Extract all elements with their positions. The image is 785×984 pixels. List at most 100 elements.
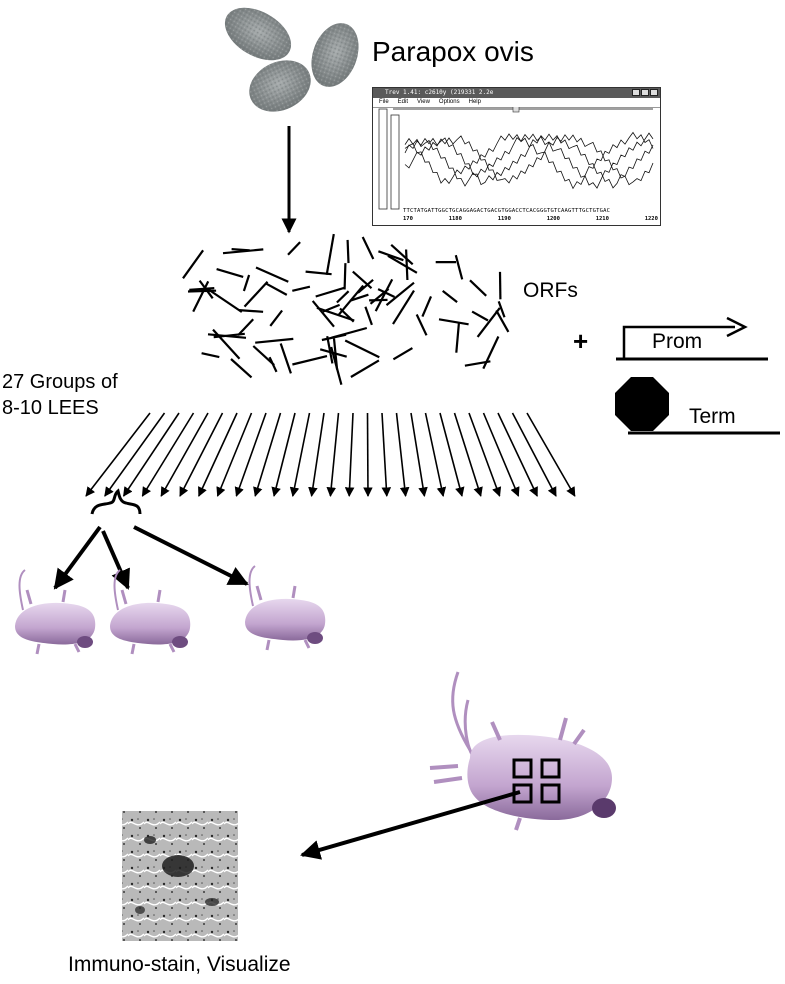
horizontal-scroll-thumb[interactable] [512, 107, 520, 113]
group-arrow [271, 412, 296, 497]
groups-label-line2: 8-10 LEES [2, 397, 99, 419]
orf-fragment [377, 288, 396, 298]
group-arrow [308, 412, 325, 497]
orf-fragment [392, 347, 413, 361]
orf-fragment [192, 280, 210, 313]
window-title-bar: Trev 1.41: c2610y (219331 2.2e [373, 88, 660, 98]
vertical-scrollbar[interactable] [378, 108, 388, 210]
orf-fragment [287, 241, 301, 256]
arrow-to-mouse-3 [133, 525, 249, 586]
orf-fragments [182, 233, 510, 385]
virus-label: Parapox ovis [372, 36, 534, 67]
promoter-label: Prom [652, 330, 703, 353]
menu-view[interactable]: View [417, 99, 430, 105]
group-arrow [511, 412, 557, 497]
group-arrow [234, 412, 267, 497]
orf-fragment [231, 248, 250, 252]
orf-fragment [242, 274, 251, 292]
orf-fragment [305, 270, 332, 276]
menu-file[interactable]: File [379, 99, 389, 105]
group-arrow [198, 412, 238, 497]
position-label: 1200 [546, 216, 560, 222]
orf-fragment [331, 326, 368, 339]
orf-fragment [415, 314, 428, 336]
orf-fragment [316, 306, 355, 322]
promoter-arrow [622, 325, 735, 358]
orf-fragment [268, 356, 278, 373]
group-arrow [104, 412, 166, 497]
window-title: Trev 1.41: c2610y (219331 2.2e [385, 89, 494, 96]
group-arrow [253, 412, 282, 497]
visualize-label: Immuno-stain, Visualize [68, 953, 291, 976]
group-arrow [363, 412, 373, 497]
orf-fragment [392, 290, 415, 325]
orf-fragment [336, 290, 350, 304]
position-label: 170 [403, 216, 413, 222]
group-arrow [395, 412, 410, 497]
orf-fragment [352, 270, 373, 290]
promoter-construct [616, 316, 768, 361]
orf-fragment [279, 343, 292, 374]
orf-fragment [325, 233, 335, 275]
mouse-large [429, 671, 616, 831]
chromatogram-trace [404, 132, 654, 189]
zoom-slider[interactable] [390, 114, 400, 210]
orf-fragment [315, 286, 345, 298]
menu-help[interactable]: Help [468, 99, 481, 105]
orf-fragment [374, 278, 394, 312]
group-arrow [497, 412, 538, 497]
orf-fragment [454, 254, 464, 280]
orf-fragment [222, 248, 264, 255]
orf-fragment [264, 282, 288, 296]
orf-fragment [476, 307, 501, 338]
group-arrow [424, 412, 447, 497]
orf-fragment [207, 288, 243, 313]
terminator-label: Term [689, 405, 736, 428]
chromatogram-trace [404, 134, 654, 186]
group-arrow [453, 412, 483, 497]
orf-fragment [390, 243, 414, 266]
minimize-icon[interactable] [632, 89, 640, 96]
base-sequence: TTCTATGATTGGCTGCAGGAGACTGACGTGGACCTCACGG… [403, 208, 611, 214]
orf-fragment [469, 279, 487, 297]
orf-fragment [421, 295, 433, 318]
orf-fragment [455, 323, 460, 353]
mouse-1 [15, 569, 96, 655]
close-icon[interactable] [650, 89, 658, 96]
orf-fragment [438, 318, 469, 326]
plus-sign: + [573, 326, 589, 356]
maximize-icon[interactable] [641, 89, 649, 96]
menu-options[interactable]: Options [438, 99, 460, 105]
orf-fragment [378, 250, 404, 262]
arrow-to-stain-image [300, 790, 521, 860]
orf-fragment [343, 263, 347, 290]
orf-fragment [482, 336, 500, 370]
orf-fragment [216, 268, 244, 278]
orf-fragment [369, 298, 388, 302]
group-arrow [141, 412, 195, 497]
orf-fragment [269, 309, 283, 327]
group-brace [90, 488, 142, 515]
orf-fragment [326, 335, 334, 364]
orf-fragment [213, 332, 245, 339]
orf-fragment [255, 266, 289, 283]
group-arrow [381, 412, 392, 497]
orf-fragment [337, 284, 365, 317]
orf-fragment [387, 254, 418, 274]
stop-octagon-icon [615, 377, 669, 431]
orf-fragment [497, 301, 506, 318]
position-label: 1220 [644, 216, 658, 222]
group-arrow [289, 412, 311, 497]
arrow-to-mouse-1 [53, 525, 102, 590]
orf-fragment [311, 300, 335, 328]
orf-fragment [464, 360, 491, 367]
orf-fragment [189, 287, 215, 291]
orf-fragment [238, 309, 264, 313]
terminator-construct [615, 377, 780, 435]
menu-edit[interactable]: Edit [397, 99, 409, 105]
group-arrow [526, 412, 576, 497]
orf-fragment [364, 306, 373, 326]
group-arrow [179, 412, 224, 497]
orf-fragment [350, 359, 380, 378]
